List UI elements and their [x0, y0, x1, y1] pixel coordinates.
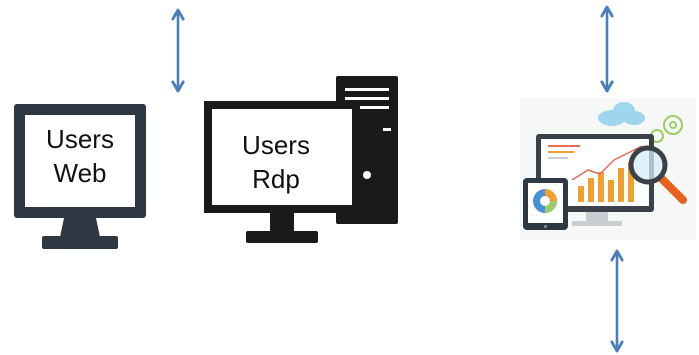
magnifier-icon: [628, 145, 687, 204]
desktop-computer-tower-icon: [204, 76, 398, 243]
users-rdp-label-line2: Rdp: [252, 164, 300, 194]
analytics-dashboard-icon: [520, 98, 696, 240]
desktop-monitor-icon: [14, 104, 146, 249]
users-web-label-line2: Web: [53, 158, 107, 188]
users-rdp-label: Users Rdp: [222, 128, 330, 196]
cloud-icon: [598, 102, 645, 126]
pie-chart-icon: [533, 189, 557, 213]
users-rdp-label-line1: Users: [242, 130, 310, 160]
users-web-label-line1: Users: [46, 124, 114, 154]
users-web-label: Users Web: [26, 122, 134, 190]
bar-chart-icon: [578, 162, 634, 202]
